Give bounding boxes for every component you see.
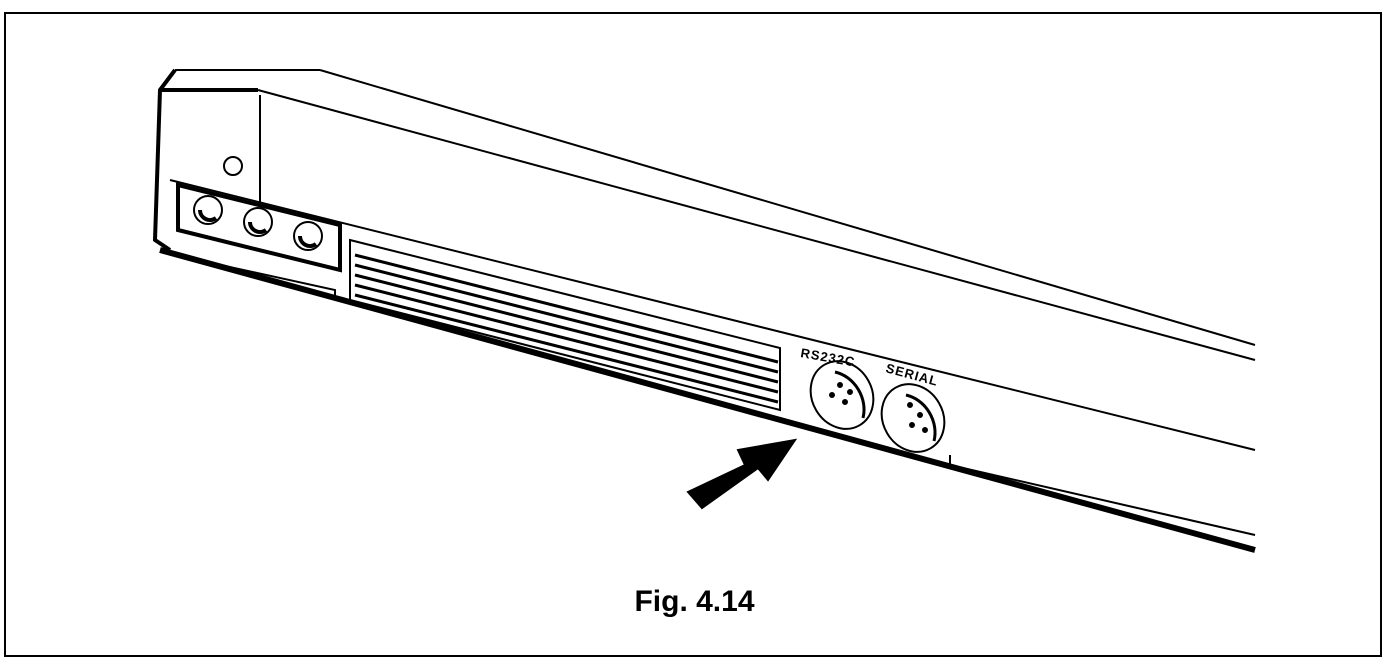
case-front-edge (169, 179, 1256, 451)
port-recess (176, 182, 342, 273)
case-lower-line (174, 254, 1256, 536)
arrow-icon (686, 438, 798, 510)
rs232c-port (809, 360, 875, 430)
case-top-edge (175, 69, 1256, 361)
figure-frame (4, 12, 1382, 657)
reset-button-icon (223, 156, 243, 176)
vent-grille (349, 238, 781, 412)
round-ports (193, 195, 323, 251)
case-bottom-edge (159, 247, 1256, 553)
serial-port (880, 383, 946, 453)
case-left-end (152, 68, 258, 252)
figure-caption: Fig. 4.14 (634, 585, 755, 618)
